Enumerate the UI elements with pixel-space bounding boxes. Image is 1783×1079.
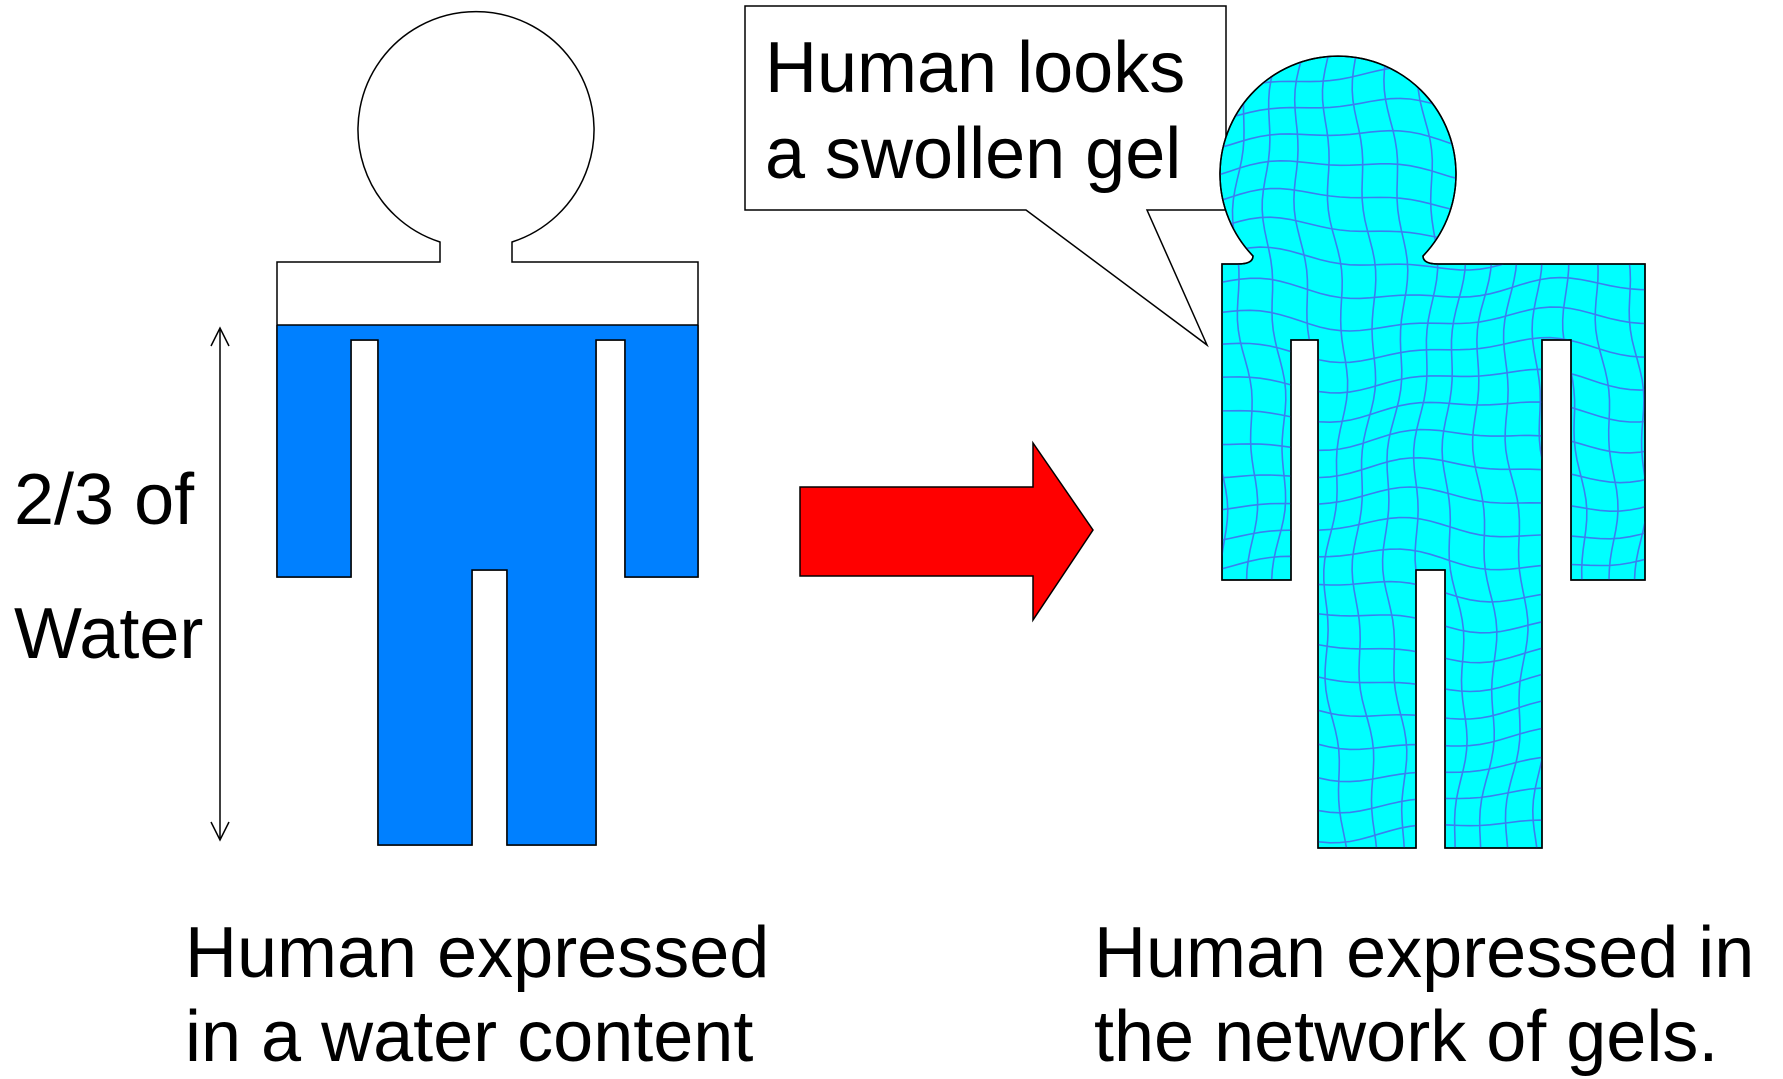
gel-mesh-line [1200,610,1670,633]
left-caption-line1: Human expressed [185,911,769,995]
callout-line1: Human looks [765,26,1185,110]
gel-mesh-line [1200,788,1670,813]
gel-mesh-line [1200,667,1670,691]
height-dimension-arrow [211,328,229,840]
gel-mesh-line [1200,8,1670,33]
gel-mesh-line [1200,580,1670,602]
callout-line2: a swollen gel [765,112,1181,196]
gel-mesh-line [1200,638,1670,663]
right-caption-line1: Human expressed in [1094,911,1754,995]
water-human-figure [277,12,698,845]
transform-arrow [800,443,1093,620]
gel-human-figure [1200,8,1670,872]
gel-mesh-line [1200,697,1670,719]
water-label-line2: Water [14,592,203,676]
water-label-line1: 2/3 of [14,458,194,542]
right-caption-line2: the network of gels. [1094,995,1718,1079]
gel-mesh-line [1200,37,1670,62]
left-caption-line2: in a water content [185,995,753,1079]
gel-mesh-line [1200,727,1670,749]
gel-mesh-line [1200,820,1670,843]
gel-mesh-line [1200,757,1670,782]
gel-mesh-line [1200,851,1670,872]
